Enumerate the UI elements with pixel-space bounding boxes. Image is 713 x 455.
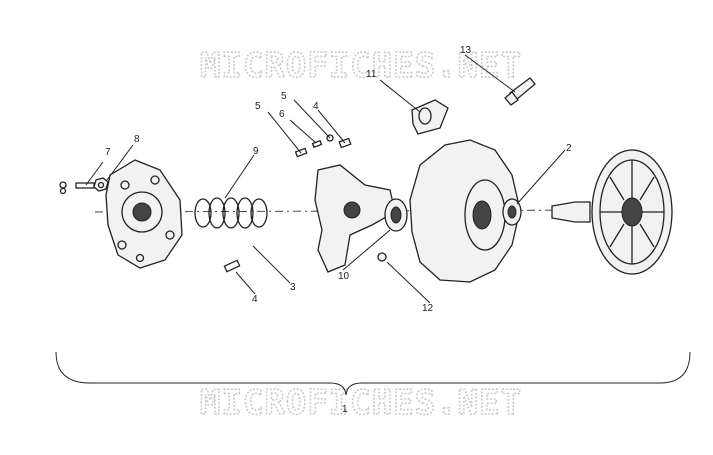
callout-3: 3 [290,282,296,293]
part-2-bushing [502,198,522,226]
callout-6: 6 [279,109,285,120]
parts-5-6-hardware [294,134,352,158]
watermark-bottom: MICROFICHES.NET [200,383,522,423]
callout-7: 7 [105,147,111,158]
callout-5-right: 5 [281,91,287,102]
callout-11: 11 [366,69,377,80]
callout-5-left: 5 [255,101,261,112]
callout-9: 9 [253,146,259,157]
callout-8: 8 [134,134,140,145]
fixed-sheave [551,149,673,275]
callout-12: 12 [422,303,434,314]
callout-4-lower: 4 [252,294,258,305]
part-7-bolt [59,181,95,195]
spider-hub [105,159,183,269]
part-9-spring [194,197,268,229]
callout-4-upper: 4 [313,101,319,112]
spider-arm [314,164,396,273]
callout-10: 10 [338,271,350,282]
watermark-top: MICROFICHES.NET [200,46,522,86]
callout-2: 2 [566,143,572,154]
callout-labels: 1 2 3 4 4 5 5 6 7 8 9 10 11 12 13 [105,45,572,415]
callout-1: 1 [342,404,348,415]
part-12-screw [377,252,387,262]
part-4-pin-lower [223,259,241,273]
part-10-washer [384,198,408,232]
part-11-bushing [411,99,449,135]
leader-lines [55,54,691,396]
moveable-sheave [409,139,521,283]
callout-13: 13 [460,45,472,56]
part-13-bolt [504,77,536,106]
part-8-nut [93,177,109,192]
